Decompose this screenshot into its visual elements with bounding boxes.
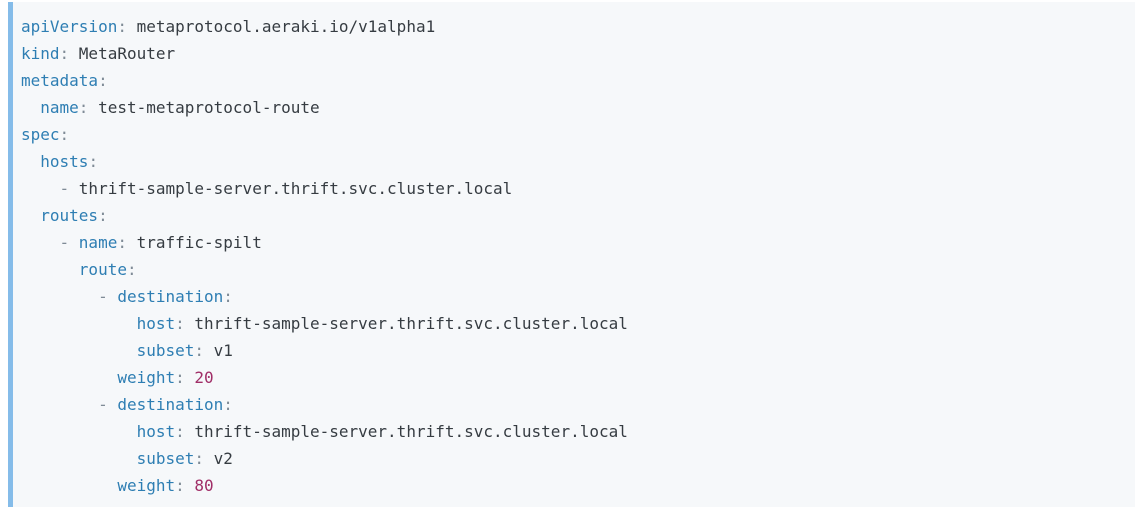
code-line: spec: <box>21 121 1127 148</box>
code-token-ws <box>21 260 79 279</box>
code-line: apiVersion: metaprotocol.aeraki.io/v1alp… <box>21 13 1127 40</box>
code-token-val: v1 <box>213 341 233 360</box>
code-token-key: spec <box>21 125 60 144</box>
code-token-ws <box>21 368 117 387</box>
code-line: - destination: <box>21 391 1127 418</box>
code-token-punc: : <box>126 260 137 279</box>
code-line: subset: v2 <box>21 445 1127 472</box>
code-token-val: traffic-spilt <box>136 233 262 252</box>
code-token-key: name <box>78 233 118 252</box>
code-line: host: thrift-sample-server.thrift.svc.cl… <box>21 310 1127 337</box>
code-token-punc: : <box>117 17 137 36</box>
code-token-val: test-metaprotocol-route <box>98 98 320 117</box>
code-token-key: apiVersion <box>21 17 118 36</box>
code-line: - thrift-sample-server.thrift.svc.cluste… <box>21 175 1127 202</box>
code-token-key: subset <box>136 341 195 360</box>
code-token-ws <box>21 152 40 171</box>
code-token-punc: : <box>78 98 99 117</box>
code-token-key: metadata <box>21 71 99 90</box>
code-token-key: destination <box>117 287 224 306</box>
yaml-code: apiVersion: metaprotocol.aeraki.io/v1alp… <box>21 13 1127 499</box>
code-token-key: route <box>78 260 127 279</box>
code-token-punc: : <box>98 206 108 225</box>
code-token-ws <box>21 179 60 198</box>
code-token-key: host <box>136 422 176 441</box>
code-token-key: destination <box>117 395 224 414</box>
code-line: kind: MetaRouter <box>21 40 1127 67</box>
code-token-punc: : <box>175 422 195 441</box>
code-token-punc: : <box>175 476 195 495</box>
code-token-punc: - <box>59 179 79 198</box>
code-line: routes: <box>21 202 1127 229</box>
code-token-punc: - <box>98 395 118 414</box>
code-token-key: routes <box>40 206 99 225</box>
code-token-punc: - <box>98 287 118 306</box>
code-line: hosts: <box>21 148 1127 175</box>
code-token-val: thrift-sample-server.thrift.svc.cluster.… <box>194 314 628 333</box>
code-token-ws <box>21 449 137 468</box>
code-token-punc: : <box>117 233 137 252</box>
code-line: name: test-metaprotocol-route <box>21 94 1127 121</box>
code-token-punc: : <box>223 395 233 414</box>
code-line: route: <box>21 256 1127 283</box>
code-token-punc: : <box>59 125 70 144</box>
code-line: weight: 80 <box>21 472 1127 499</box>
code-token-punc: : <box>98 71 108 90</box>
code-token-ws <box>21 422 137 441</box>
code-token-punc: : <box>223 287 233 306</box>
yaml-code-block: apiVersion: metaprotocol.aeraki.io/v1alp… <box>8 2 1135 507</box>
code-line: - name: traffic-spilt <box>21 229 1127 256</box>
code-token-punc: : <box>88 152 99 171</box>
code-line: host: thrift-sample-server.thrift.svc.cl… <box>21 418 1127 445</box>
code-token-ws <box>21 476 117 495</box>
code-token-key: kind <box>21 44 60 63</box>
code-token-ws <box>21 206 40 225</box>
code-token-ws <box>21 98 40 117</box>
code-token-val: v2 <box>213 449 233 468</box>
code-token-ws <box>21 233 60 252</box>
code-line: weight: 20 <box>21 364 1127 391</box>
code-token-punc: : <box>175 368 195 387</box>
code-line: metadata: <box>21 67 1127 94</box>
code-token-key: weight <box>117 368 176 387</box>
code-token-key: hosts <box>40 152 89 171</box>
code-token-num: 20 <box>194 368 214 387</box>
code-token-key: host <box>136 314 176 333</box>
code-token-val: metaprotocol.aeraki.io/v1alpha1 <box>136 17 436 36</box>
code-token-key: name <box>40 98 79 117</box>
code-token-ws <box>21 287 98 306</box>
code-token-punc: : <box>59 44 79 63</box>
code-token-key: weight <box>117 476 176 495</box>
code-token-val: thrift-sample-server.thrift.svc.cluster.… <box>194 422 628 441</box>
code-token-punc: : <box>194 449 214 468</box>
code-token-ws <box>21 341 137 360</box>
code-token-val: thrift-sample-server.thrift.svc.cluster.… <box>78 179 513 198</box>
code-token-punc: - <box>59 233 79 252</box>
code-token-punc: : <box>194 341 214 360</box>
code-line: - destination: <box>21 283 1127 310</box>
code-token-punc: : <box>175 314 195 333</box>
code-token-num: 80 <box>194 476 214 495</box>
code-token-ws <box>21 314 137 333</box>
code-token-key: subset <box>136 449 195 468</box>
code-token-val: MetaRouter <box>78 44 176 63</box>
code-token-ws <box>21 395 98 414</box>
code-line: subset: v1 <box>21 337 1127 364</box>
